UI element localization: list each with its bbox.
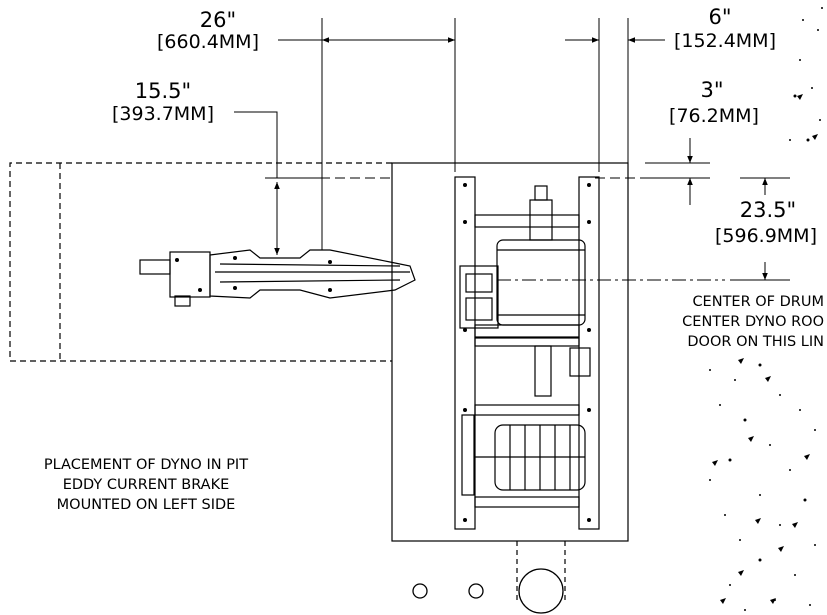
dim-3-inches: 3" [700,78,723,102]
pit-outline [9,162,629,600]
dimension-6: 6" [152.4MM] [674,5,776,52]
drain-circles [412,568,564,614]
dimension-23-5: 23.5" [596.9MM] [715,198,817,247]
drum [496,239,586,326]
drum-center-note: CENTER OF DRUM CENTER DYNO ROO DOOR ON T… [682,294,824,350]
placement-note: PLACEMENT OF DYNO IN PIT EDDY CURRENT BR… [44,457,248,513]
drum-note-line-3: DOOR ON THIS LIN [687,334,824,350]
dimension-3: 3" [76.2MM] [669,78,759,127]
drum-note-line-2: CENTER DYNO ROO [682,314,824,330]
dim-6-inches: 6" [708,5,731,29]
dim-23-5-mm: [596.9MM] [715,225,817,247]
dimension-15-5: 15.5" [393.7MM] [112,79,214,125]
dim-15-5-mm: [393.7MM] [112,103,214,125]
brake-arm-assembly [139,249,416,307]
dimension-26: 26" [660.4MM] [157,8,259,53]
dim-23-5-inches: 23.5" [740,198,796,222]
dim-6-mm: [152.4MM] [674,30,776,52]
placement-note-line-3: MOUNTED ON LEFT SIDE [57,497,236,513]
dimension-lines [234,18,790,281]
placement-note-line-1: PLACEMENT OF DYNO IN PIT [44,457,248,473]
drum-note-line-1: CENTER OF DRUM [692,294,824,310]
dim-26-inches: 26" [200,8,236,32]
dim-3-mm: [76.2MM] [669,105,759,127]
placement-note-line-2: EDDY CURRENT BRAKE [63,477,230,493]
dyno-frame [454,176,600,530]
dim-15-5-inches: 15.5" [135,79,191,103]
concrete-hatch [709,7,823,611]
dim-26-mm: [660.4MM] [157,31,259,53]
frame-bolts [463,183,591,522]
brake-arm-bolts [175,256,332,292]
